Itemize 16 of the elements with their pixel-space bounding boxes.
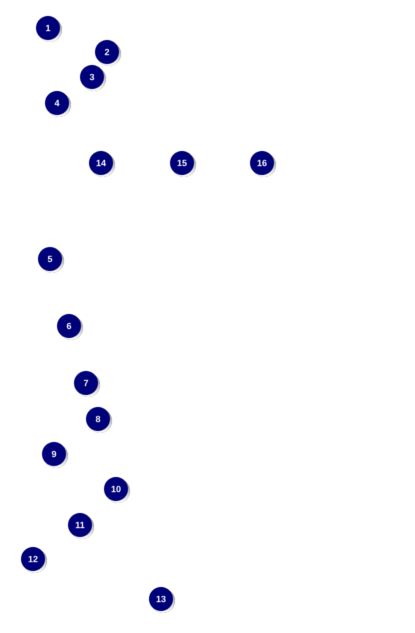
callout-number: 16 bbox=[250, 151, 276, 177]
callout-number: 14 bbox=[89, 151, 115, 177]
callout-number: 10 bbox=[104, 477, 130, 503]
callout-number: 12 bbox=[21, 547, 47, 573]
callout-number: 2 bbox=[95, 40, 121, 66]
callout-number: 11 bbox=[68, 513, 94, 539]
callout-number: 13 bbox=[149, 587, 175, 613]
callout-number: 1 bbox=[36, 16, 62, 42]
callout-number: 7 bbox=[74, 371, 100, 397]
callout-number: 3 bbox=[80, 65, 106, 91]
callout-number: 4 bbox=[45, 91, 71, 117]
callout-number: 5 bbox=[38, 247, 64, 273]
callout-number: 9 bbox=[42, 442, 68, 468]
callout-number: 15 bbox=[170, 151, 196, 177]
callout-number: 8 bbox=[86, 407, 112, 433]
callout-number: 6 bbox=[57, 314, 83, 340]
